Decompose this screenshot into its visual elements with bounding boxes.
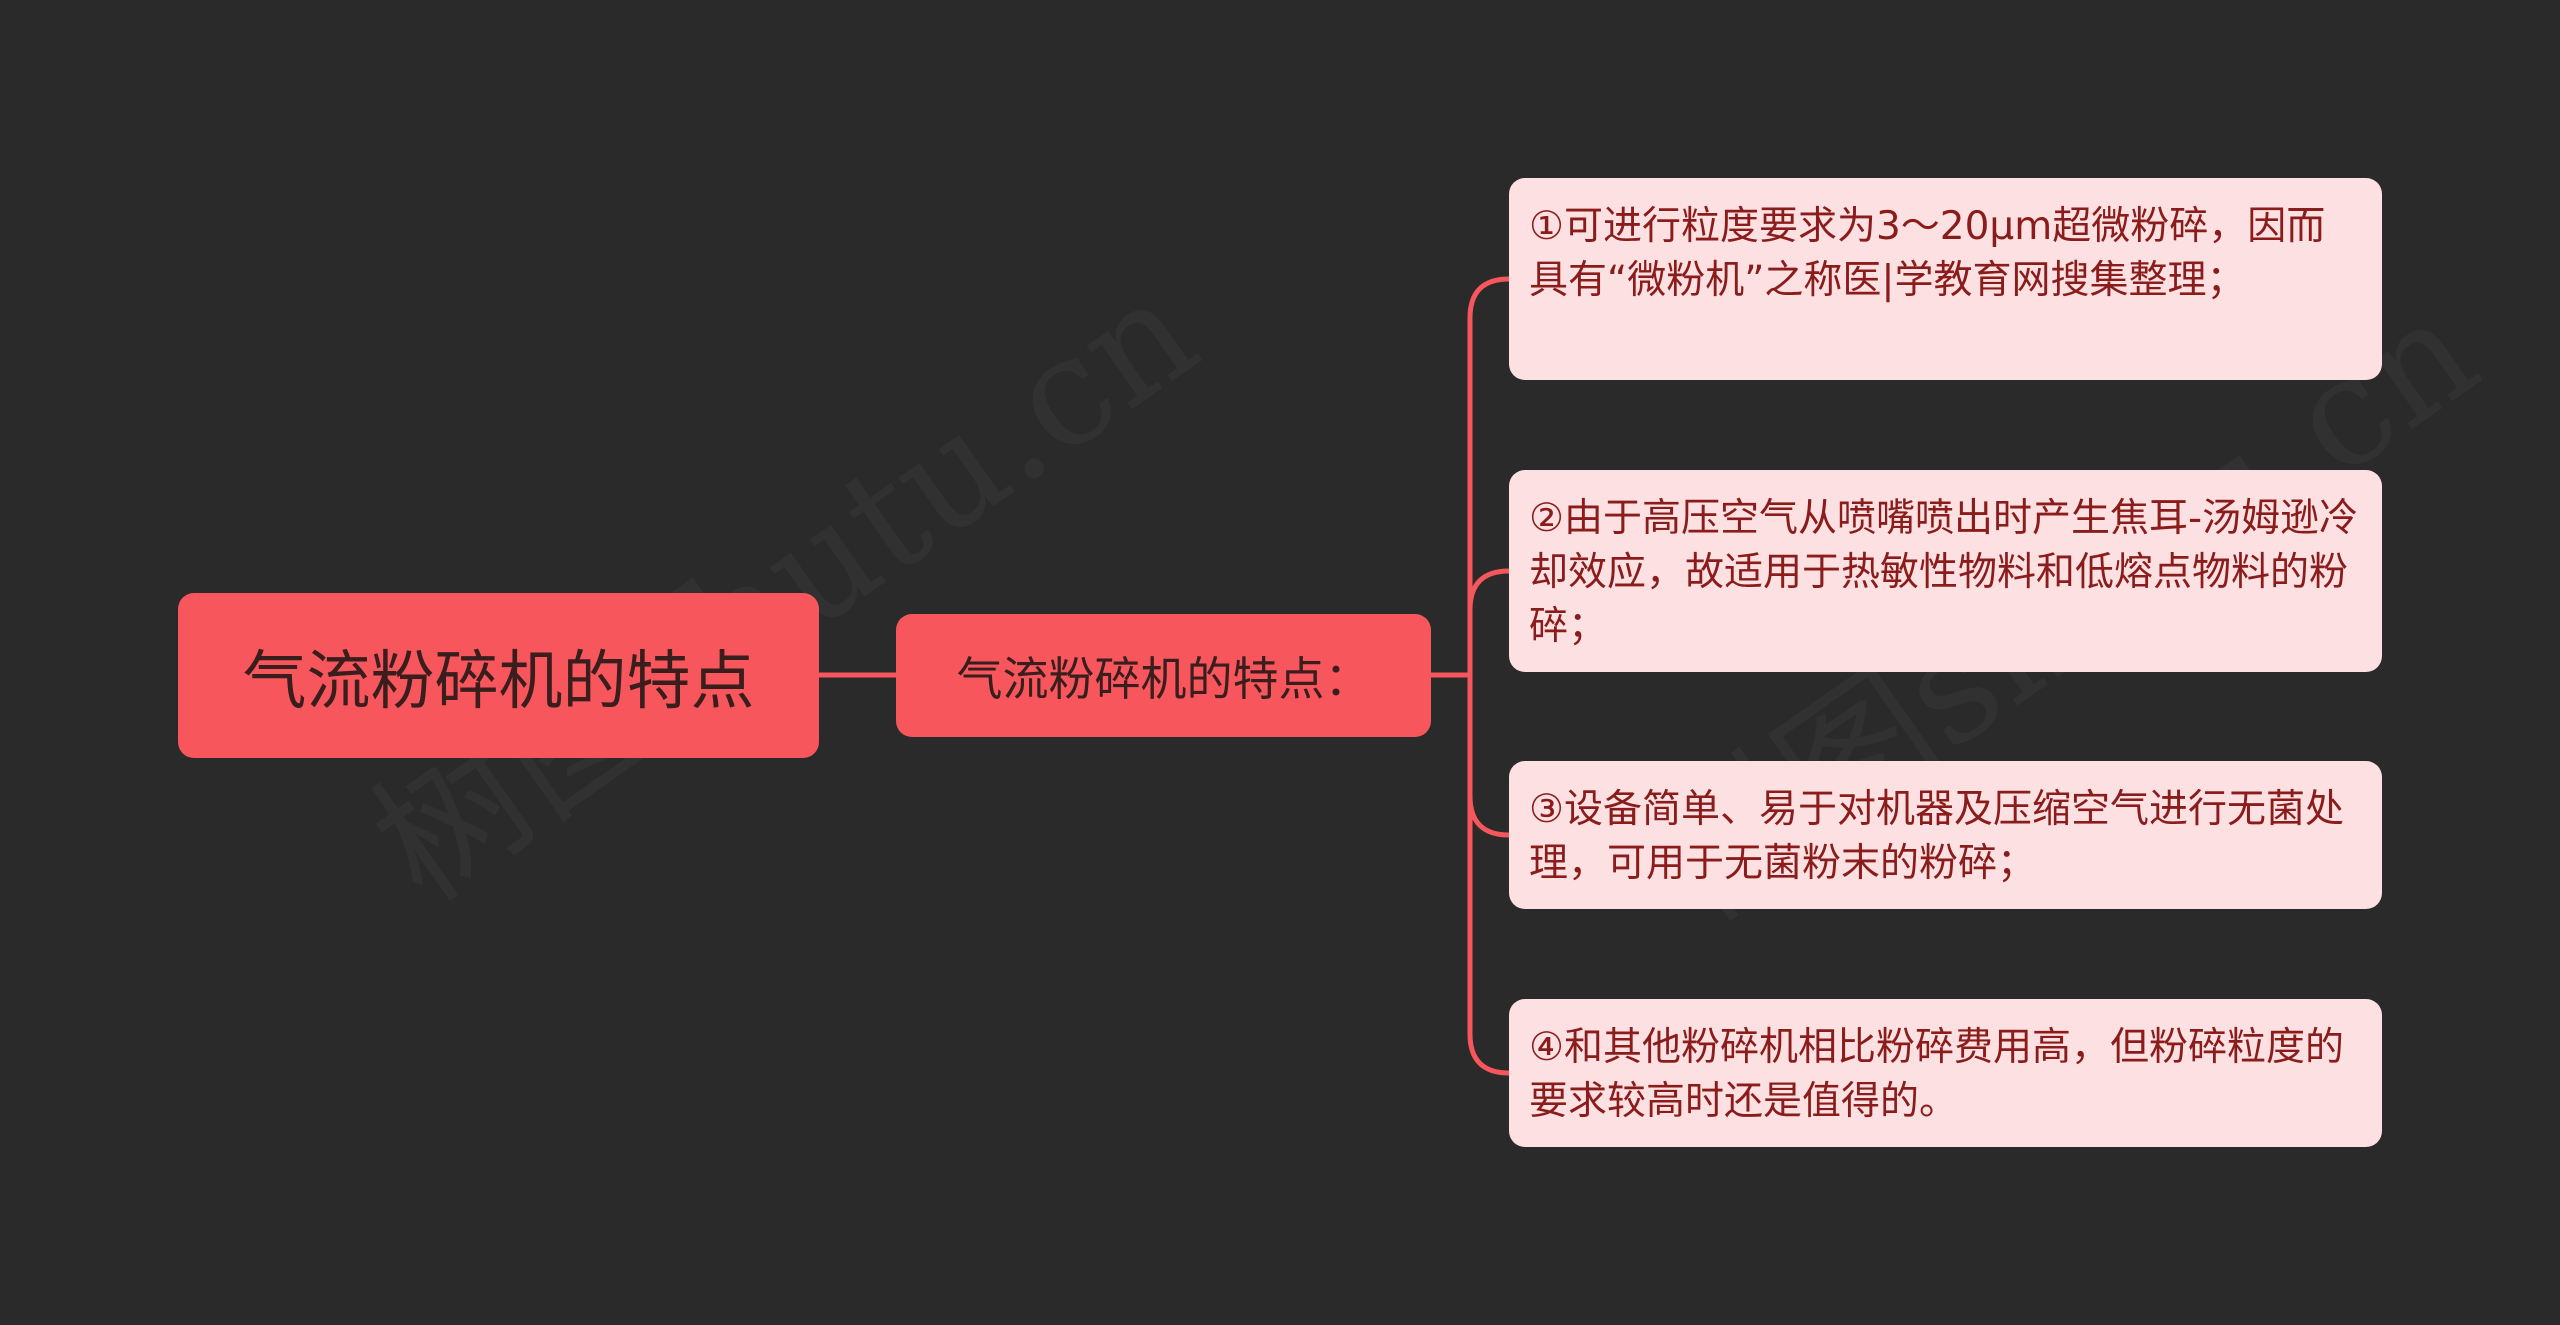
branch-connector-3	[1467, 795, 1510, 838]
leaf-node-4[interactable]: ④和其他粉碎机相比粉碎费用高，但粉碎粒度的要求较高时还是值得的。	[1509, 999, 2382, 1147]
root-node[interactable]: 气流粉碎机的特点	[178, 593, 819, 758]
leaf-node-text: ④和其他粉碎机相比粉碎费用高，但粉碎粒度的要求较高时还是值得的。	[1529, 1025, 2344, 1124]
leaf-node-text: ①可进行粒度要求为3～20μm超微粉碎，因而具有“微粉机”之称医|学教育网搜集整…	[1529, 204, 2326, 303]
leaf-node-3[interactable]: ③设备简单、易于对机器及压缩空气进行无菌处理，可用于无菌粉末的粉碎；	[1509, 761, 2382, 909]
branch-connector-2	[1467, 568, 1510, 611]
leaf-node-1[interactable]: ①可进行粒度要求为3～20μm超微粉碎，因而具有“微粉机”之称医|学教育网搜集整…	[1509, 178, 2382, 380]
trunk-connector	[1467, 276, 1510, 1076]
root-node-label: 气流粉碎机的特点	[242, 644, 755, 719]
leaf-node-text: ②由于高压空气从喷嘴喷出时产生焦耳-汤姆逊冷却效应，故适用于热敏性物料和低熔点物…	[1529, 496, 2359, 649]
leaf-node-text: ③设备简单、易于对机器及压缩空气进行无菌处理，可用于无菌粉末的粉碎；	[1529, 787, 2344, 886]
sub-node[interactable]: 气流粉碎机的特点：	[896, 614, 1431, 737]
leaf-node-2[interactable]: ②由于高压空气从喷嘴喷出时产生焦耳-汤姆逊冷却效应，故适用于热敏性物料和低熔点物…	[1509, 470, 2382, 672]
sub-node-label: 气流粉碎机的特点：	[956, 651, 1371, 706]
